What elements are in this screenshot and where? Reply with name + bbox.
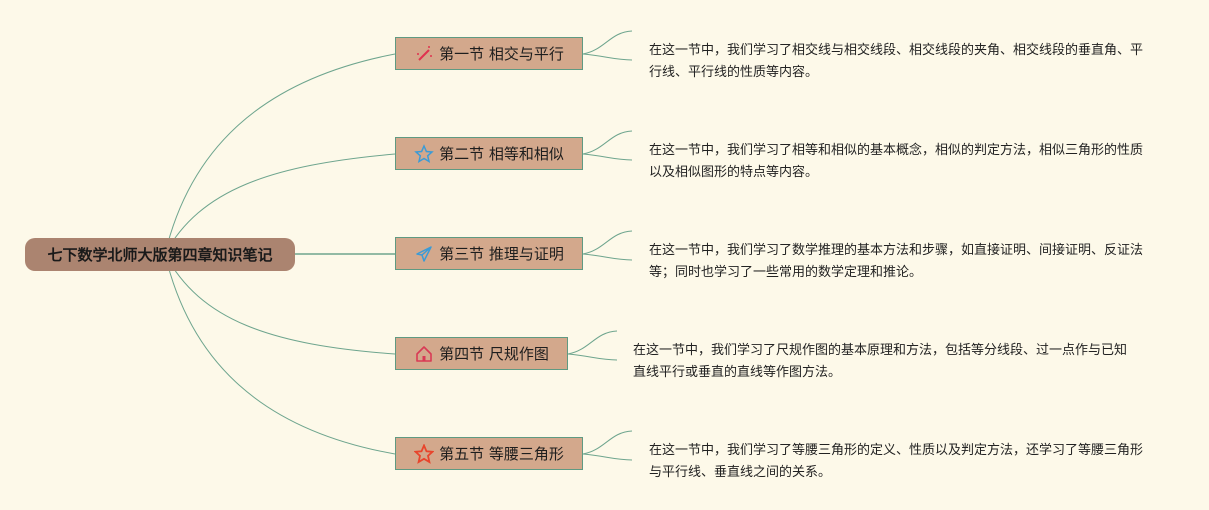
section-label: 第四节 尺规作图	[439, 345, 549, 363]
section-node-2[interactable]: 第二节 相等和相似	[395, 137, 583, 170]
section-description-3: 在这一节中，我们学习了数学推理的基本方法和步骤，如直接证明、间接证明、反证法等；…	[649, 243, 1144, 280]
section-description-2: 在这一节中，我们学习了相等和相似的基本概念，相似的判定方法，相似三角形的性质以及…	[649, 143, 1144, 180]
star-icon	[414, 443, 435, 464]
paper-plane-icon	[416, 245, 432, 262]
section-node-3[interactable]: 第三节 推理与证明	[395, 237, 583, 270]
root-title: 七下数学北师大版第四章知识笔记	[47, 246, 273, 264]
section-description-4: 在这一节中，我们学习了尺规作图的基本原理和方法，包括等分线段、过一点作与已知直线…	[633, 343, 1128, 380]
section-node-4[interactable]: 第四节 尺规作图	[395, 337, 568, 370]
section-label: 第三节 推理与证明	[439, 245, 564, 263]
section-label: 第五节 等腰三角形	[439, 445, 564, 463]
home-icon	[416, 345, 432, 362]
section-node-5[interactable]: 第五节 等腰三角形	[395, 437, 583, 470]
star-outline-icon	[414, 143, 434, 163]
root-topic[interactable]: 七下数学北师大版第四章知识笔记	[25, 238, 295, 271]
section-label: 第二节 相等和相似	[439, 145, 564, 163]
section-description-1: 在这一节中，我们学习了相交线与相交线段、相交线段的夹角、相交线段的垂直角、平行线…	[649, 43, 1144, 80]
section-description-5: 在这一节中，我们学习了等腰三角形的定义、性质以及判定方法，还学习了等腰三角形与平…	[649, 443, 1144, 480]
section-node-1[interactable]: 第一节 相交与平行	[395, 37, 583, 70]
magic-wand-icon	[417, 45, 433, 61]
section-label: 第一节 相交与平行	[439, 45, 564, 63]
